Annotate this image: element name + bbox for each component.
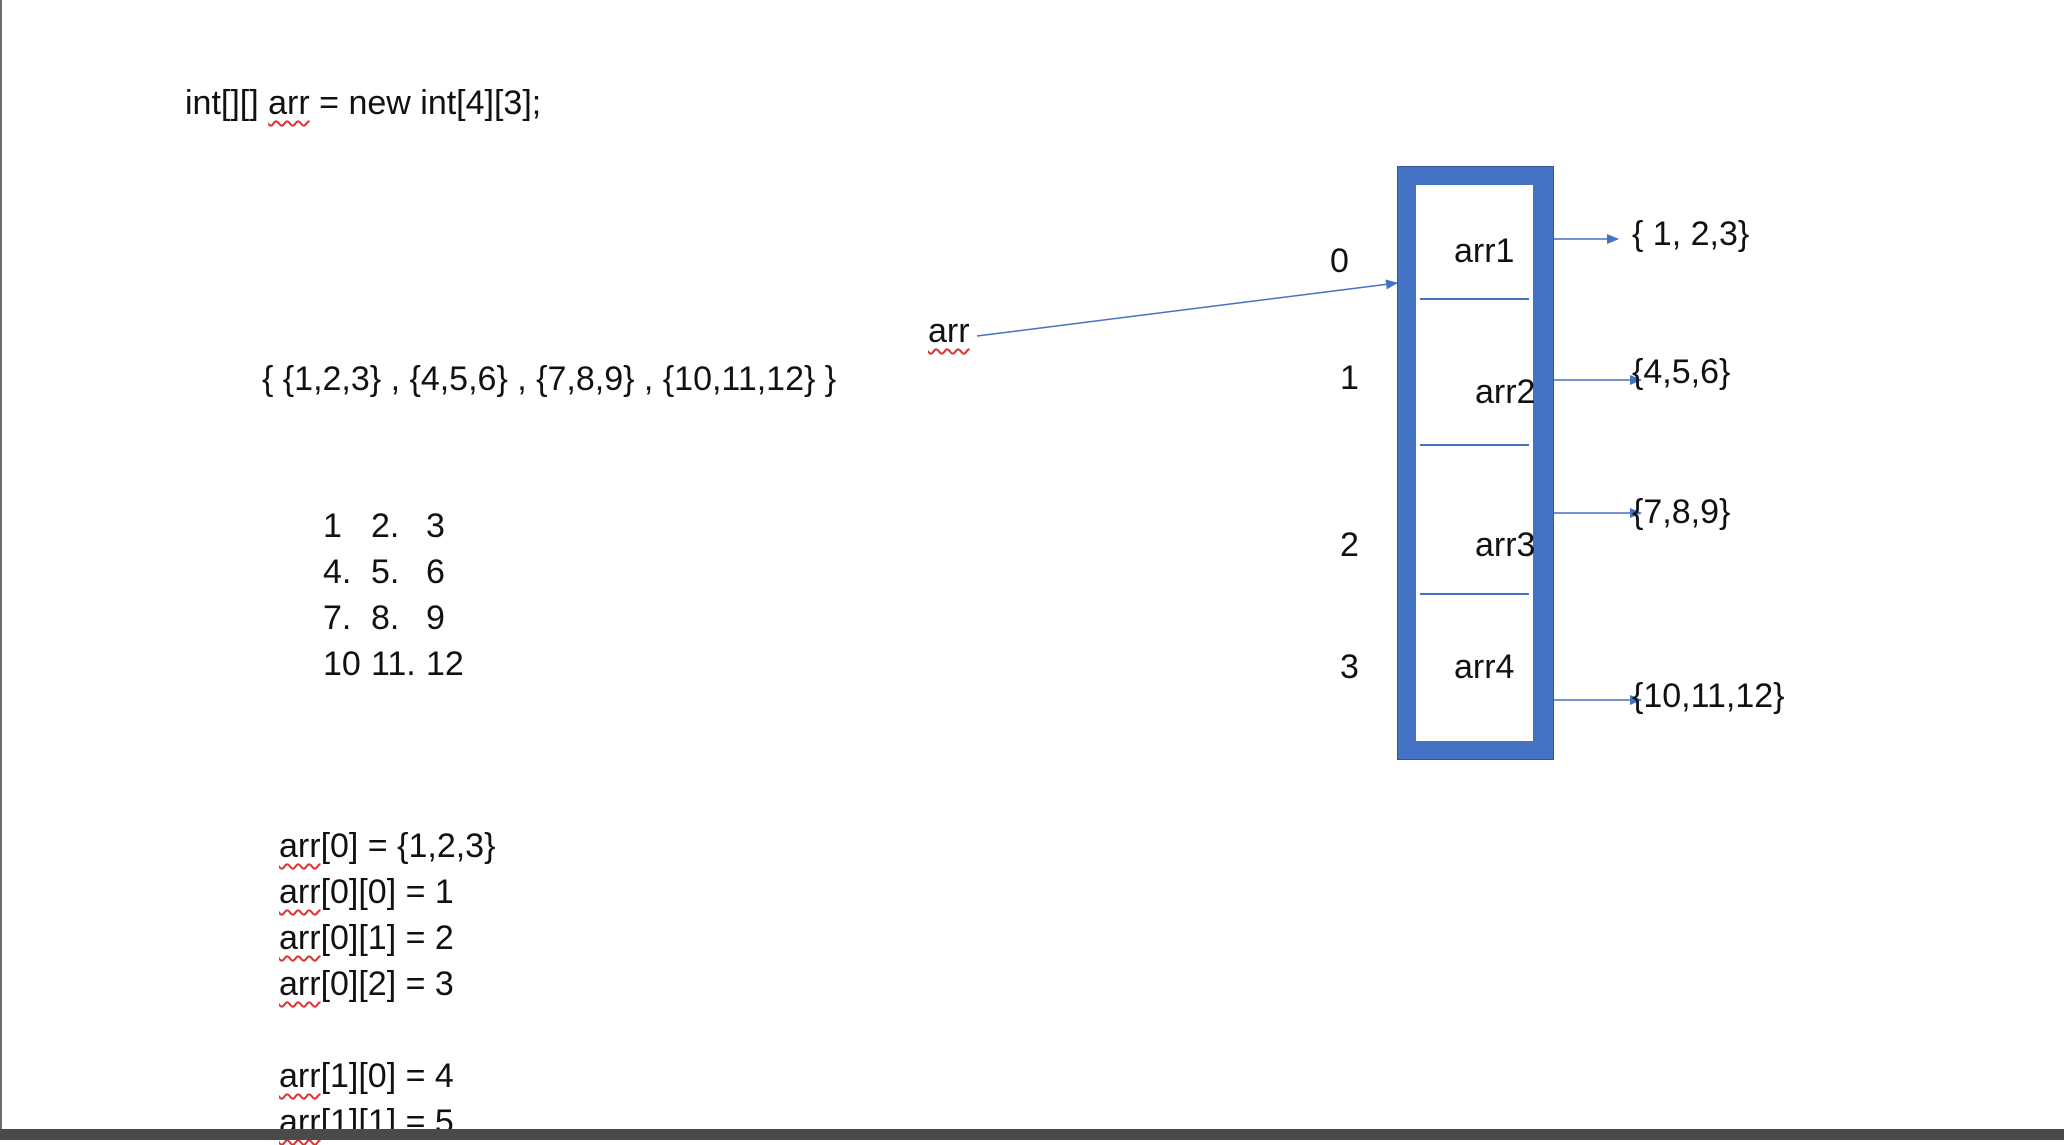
array-index-label: 0 [1330, 242, 1349, 280]
initializer-text: { {1,2,3} , {4,5,6} , {7,8,9} , {10,11,1… [262, 360, 837, 398]
array-cell-label: arr2 [1475, 373, 1536, 411]
matrix-cell: 5. [371, 553, 400, 591]
window-bottom-edge [0, 1129, 2064, 1140]
expression-line: arr[0][1] = 2 [279, 915, 495, 961]
expression-var: arr [279, 827, 321, 865]
expression-var: arr [279, 919, 321, 957]
row-value-label: { 1, 2,3} [1632, 215, 1750, 253]
matrix-grid: 1 2. 3 4. 5. 6 7. 8. 9 10 11. 12 [323, 503, 466, 687]
matrix-cell: 2. [371, 507, 400, 545]
expression-var: arr [279, 873, 321, 911]
expression-rest: [0][1] = 2 [320, 919, 454, 957]
reference-label: arr [928, 312, 970, 350]
matrix-cell: 6 [426, 553, 445, 591]
expression-var: arr [279, 965, 321, 1003]
array-index-label: 1 [1340, 359, 1359, 397]
array-cell-label: arr3 [1475, 526, 1536, 564]
array-box-interior [1416, 185, 1533, 741]
expression-rest: [0][2] = 3 [320, 965, 454, 1003]
expression-rest: [1][0] = 4 [320, 1057, 454, 1095]
matrix-row: 10 11. 12 [323, 641, 466, 687]
array-cell-label: arr4 [1454, 648, 1515, 686]
declaration-line: int[][] arr = new int[4][3]; [185, 86, 541, 120]
matrix-cell: 12 [426, 645, 464, 683]
matrix-cell: 8. [371, 599, 400, 637]
matrix-row: 4. 5. 6 [323, 549, 466, 595]
declaration-var: arr [268, 84, 310, 122]
expression-var: arr [279, 1057, 321, 1095]
matrix-cell: 10 [323, 645, 361, 683]
array-index-label: 2 [1340, 526, 1359, 564]
array-cell-label: arr1 [1454, 232, 1515, 270]
row-value-label: {7,8,9} [1632, 493, 1731, 531]
matrix-row: 1 2. 3 [323, 503, 466, 549]
matrix-cell: 9 [426, 599, 445, 637]
expression-rest: [0][0] = 1 [320, 873, 454, 911]
expression-line: arr[1][0] = 4 [279, 1053, 495, 1099]
matrix-cell: 7. [323, 599, 352, 637]
matrix-cell: 1 [323, 507, 342, 545]
array-index-label: 3 [1340, 648, 1359, 686]
expression-rest: [0] = {1,2,3} [320, 827, 496, 865]
matrix-cell: 3 [426, 507, 445, 545]
expression-line: arr[0][0] = 1 [279, 869, 495, 915]
declaration-prefix: int[][] [185, 84, 269, 122]
matrix-cell: 4. [323, 553, 352, 591]
window-left-edge [0, 0, 2, 1140]
expression-line: arr[0][2] = 3 [279, 961, 495, 1007]
matrix-cell: 11. [371, 645, 416, 683]
declaration-suffix: = new int[4][3]; [309, 84, 542, 122]
expression-line: arr[0] = {1,2,3} [279, 823, 495, 869]
row-value-label: {10,11,12} [1632, 677, 1785, 715]
matrix-row: 7. 8. 9 [323, 595, 466, 641]
access-expressions: arr[0] = {1,2,3} arr[0][0] = 1 arr[0][1]… [279, 823, 495, 1145]
row-value-label: {4,5,6} [1632, 353, 1731, 391]
reference-arrow [976, 279, 1398, 337]
